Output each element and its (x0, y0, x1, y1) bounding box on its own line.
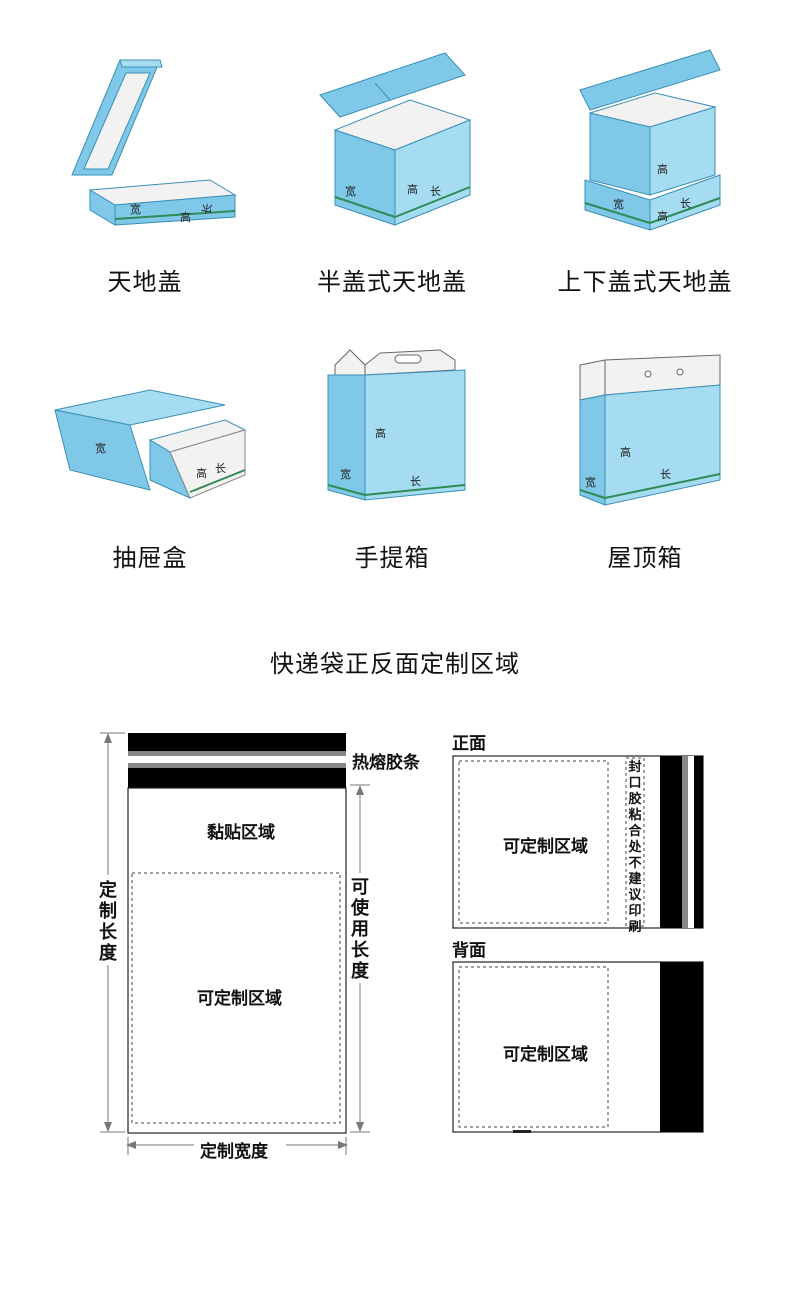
hot-melt-strip-label: 热熔胶条 (352, 753, 420, 773)
seal-note-label: 封口胶粘合处不建议印刷 (628, 760, 642, 935)
caption-drawer-box: 抽屉盒 (112, 544, 188, 572)
lid-and-base-box-illustration: 宽 高 长 (71, 59, 237, 226)
bag-front-diagram (452, 755, 704, 929)
dim-wide-label: 宽 (95, 441, 106, 455)
dim-wide-label: 宽 (340, 467, 351, 481)
caption-lid-and-base-box: 天地盖 (107, 268, 183, 296)
half-lid-box-illustration: 宽 高 长 (319, 52, 472, 226)
dim-high-label-2: 高 (657, 209, 668, 223)
usable-length-label: 可使用长度 (351, 877, 369, 982)
dim-long-label: 长 (660, 468, 671, 481)
dim-wide-label: 宽 (613, 197, 624, 211)
back-label: 背面 (452, 941, 486, 961)
dim-wide-label: 宽 (130, 202, 141, 216)
back-custom-area-label: 可定制区域 (503, 1045, 588, 1065)
front-label: 正面 (452, 734, 486, 754)
bag-back-diagram (452, 961, 704, 1133)
dim-long-label: 长 (215, 462, 226, 475)
front-custom-area-label: 可定制区域 (503, 837, 588, 857)
dim-long-label: 长 (200, 202, 215, 215)
dim-high-label: 高 (196, 466, 207, 480)
adhesive-area-label: 黏贴区域 (207, 823, 275, 843)
roof-box-illustration: 高 宽 长 (579, 354, 721, 506)
dim-high-label: 高 (375, 426, 386, 440)
dim-high-label: 高 (620, 445, 631, 459)
dim-high-label: 高 (407, 182, 418, 196)
custom-length-label: 定制长度 (99, 880, 117, 964)
top-bottom-lid-box-illustration: 高 宽 高 长 (579, 49, 721, 231)
caption-roof-box: 屋顶箱 (607, 544, 683, 572)
dim-high-label: 高 (657, 162, 668, 176)
dim-high-label: 高 (180, 210, 191, 224)
dim-long-label: 长 (430, 185, 441, 198)
custom-area-label: 可定制区域 (197, 989, 282, 1009)
bag-layout-diagram (100, 732, 370, 1155)
caption-handle-box: 手提箱 (354, 544, 430, 572)
dim-long-label: 长 (680, 197, 691, 210)
dim-long-label: 长 (410, 475, 421, 488)
drawer-box-illustration: 宽 高 长 (54, 389, 247, 499)
caption-half-lid-box: 半盖式天地盖 (317, 268, 467, 296)
dim-wide-label: 宽 (585, 475, 596, 489)
dim-wide-label: 宽 (345, 184, 356, 198)
bag-section-title: 快递袋正反面定制区域 (270, 650, 520, 678)
custom-width-label: 定制宽度 (200, 1142, 268, 1162)
caption-top-bottom-lid-box: 上下盖式天地盖 (557, 268, 733, 296)
handle-box-illustration: 高 宽 长 (327, 349, 466, 501)
